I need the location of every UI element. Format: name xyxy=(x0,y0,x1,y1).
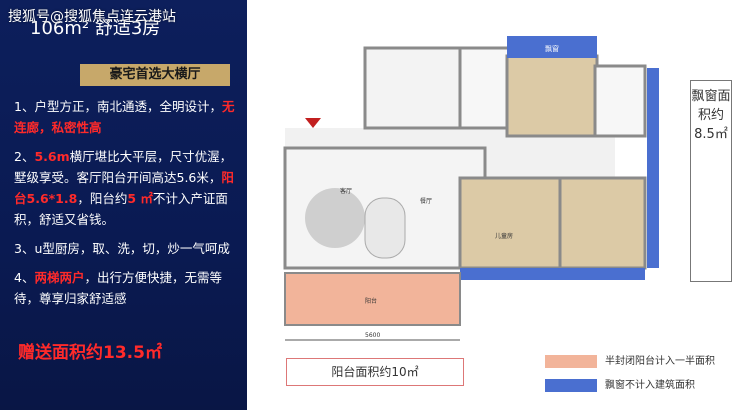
bay-window-right xyxy=(647,68,659,268)
feature-text: ，出行方便快捷，无需等待，尊享归家舒适感 xyxy=(14,270,222,306)
feature-text: ，阳台约 xyxy=(77,191,128,206)
feature-text: 4、 xyxy=(14,270,35,285)
dimension-label: 5600 xyxy=(365,332,380,339)
legend-item-bay: 飘窗不计入建筑面积 xyxy=(545,376,695,392)
bay-window-top xyxy=(507,36,597,58)
feature-text: 3、u型厨房，取、洗，切，炒一气呵成 xyxy=(14,241,230,256)
feature-text: 2、 xyxy=(14,149,35,164)
feature-point: 4、两梯两户，出行方便快捷，无需等待，尊享归家舒适感 xyxy=(14,267,240,309)
feature-panel: 106m² 舒适3房 豪宅首选大横厅 1、户型方正，南北通透，全明设计，无连廊，… xyxy=(0,0,247,410)
headline: 106m² 舒适3房 xyxy=(30,18,161,39)
bay-window-top-label: 飘窗 xyxy=(545,44,559,53)
balcony xyxy=(284,272,461,326)
feature-point: 1、户型方正，南北通透，全明设计，无连廊，私密性高 xyxy=(14,96,240,138)
entry-arrow-icon xyxy=(305,118,321,128)
feature-text: 阳台5.6*1.8 xyxy=(14,170,234,206)
dining-label: 餐厅 xyxy=(420,197,432,205)
feature-list: 1、户型方正，南北通透，全明设计，无连廊，私密性高 2、5.6m横厅堪比大平层，尺… xyxy=(14,96,240,317)
feature-text: 5.6m xyxy=(34,149,70,164)
feature-text: 1、户型方正，南北通透，全明设计， xyxy=(14,99,222,114)
rug xyxy=(305,188,365,248)
floor-plan: 飘窗 客厅 餐厅 儿童房 阳台 5600 xyxy=(283,36,659,341)
tagline-badge: 豪宅首选大横厅 xyxy=(80,64,230,86)
bay-window-note: 飘窗面积约8.5㎡ xyxy=(691,89,731,142)
feature-text: 无连廊，私密性高 xyxy=(14,99,235,135)
feature-text: 不计入产证面积，舒适又省钱。 xyxy=(14,191,228,227)
bay-window-callout: 飘窗面积约8.5㎡ xyxy=(690,80,732,282)
feature-point: 3、u型厨房，取、洗，切，炒一气呵成 xyxy=(14,238,240,259)
kid-room xyxy=(458,176,562,270)
legend-swatch-balcony xyxy=(545,354,597,368)
bath-room-small xyxy=(458,46,512,130)
master-bath xyxy=(593,64,647,138)
kid-room-label: 儿童房 xyxy=(495,232,513,240)
second-bedroom xyxy=(558,176,647,270)
feature-point: 2、5.6m横厅堪比大平层，尺寸优渥，墅级享受。客厅阳台开间高达5.6米，阳台5… xyxy=(14,146,240,230)
bay-window-bedroom xyxy=(560,268,645,280)
balcony-callout: 阳台面积约10㎡ xyxy=(286,358,464,386)
dining-table xyxy=(364,197,406,259)
feature-text: 5 ㎡ xyxy=(127,191,153,206)
bay-window-kid xyxy=(460,268,560,280)
feature-text: 横厅堪比大平层，尺寸优渥，墅级享受。客厅阳台开间高达5.6米， xyxy=(14,149,233,185)
living-label: 客厅 xyxy=(340,187,352,195)
gift-area-text: 赠送面积约13.5㎡ xyxy=(18,343,162,363)
legend-item-balcony: 半封闭阳台计入一半面积 xyxy=(545,352,715,368)
legend-label-bay: 飘窗不计入建筑面积 xyxy=(605,380,695,391)
legend-label-balcony: 半封闭阳台计入一半面积 xyxy=(605,356,715,367)
feature-text: 两梯两户 xyxy=(34,270,85,285)
legend-swatch-bay xyxy=(545,378,597,392)
balcony-label: 阳台 xyxy=(365,297,377,305)
watermark: 搜狐号@搜狐焦点连云港站 xyxy=(8,9,176,25)
master-bedroom xyxy=(505,54,599,138)
kitchen-room xyxy=(363,46,467,130)
